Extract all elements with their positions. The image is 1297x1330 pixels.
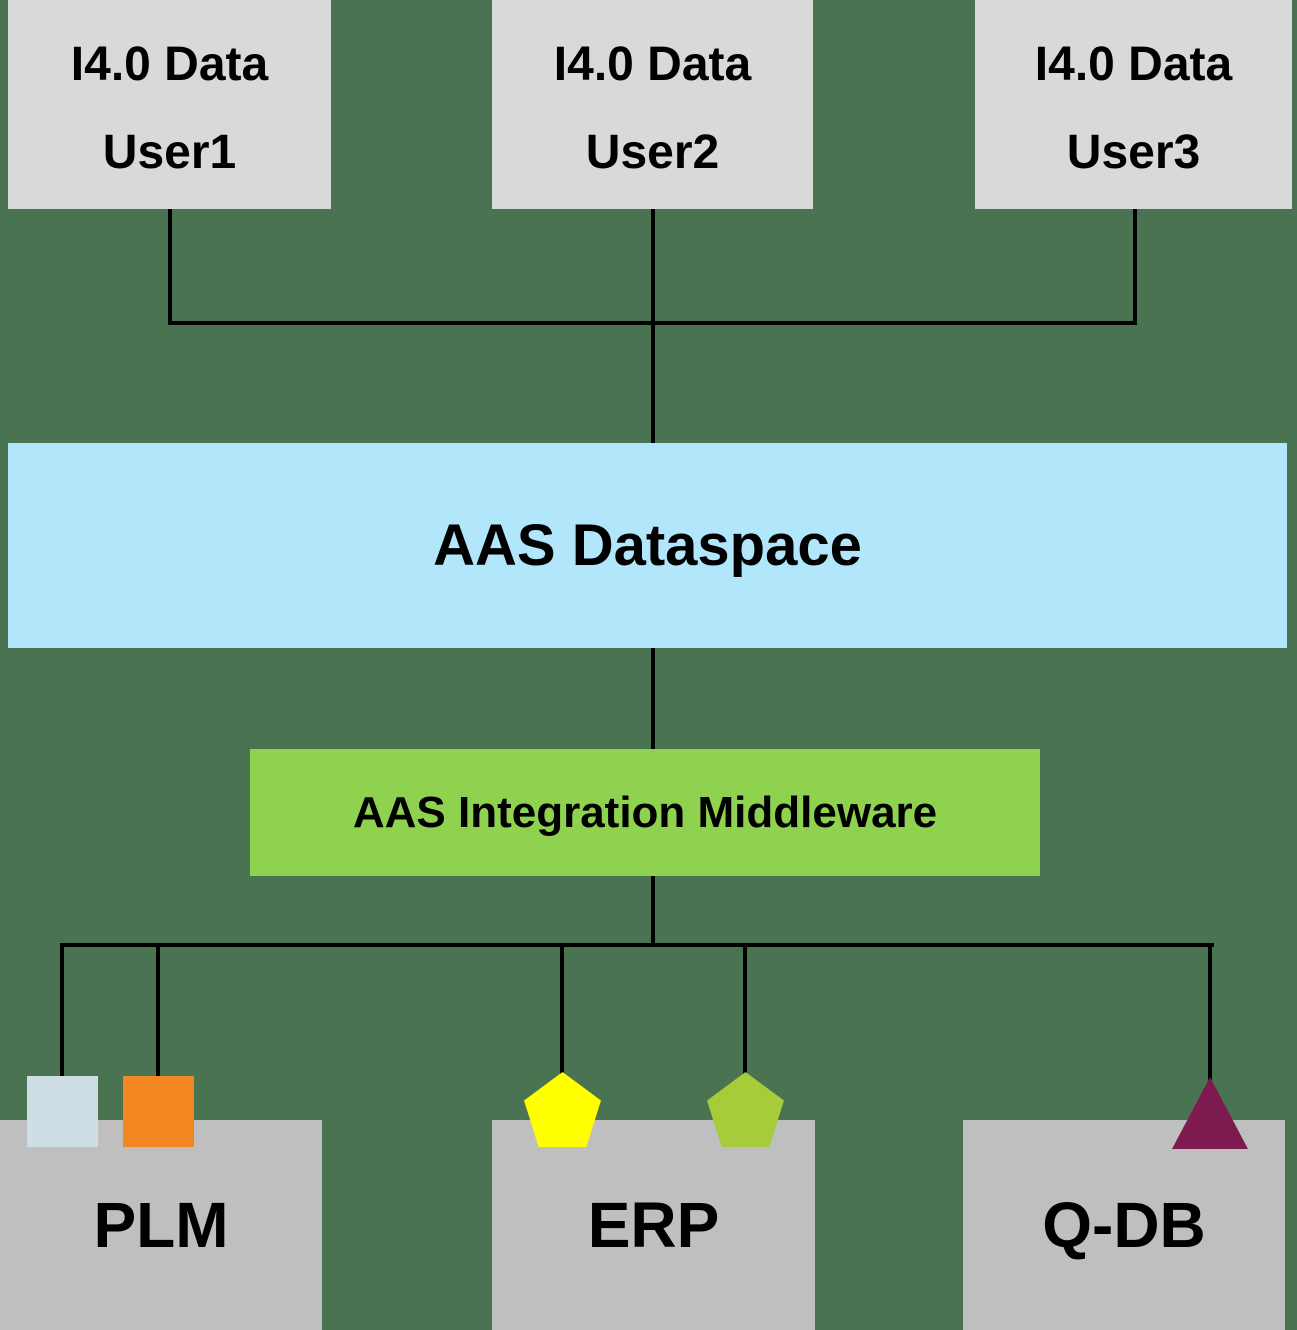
connector-drop-plm-square-orange: [156, 943, 160, 1078]
node-i40-data-user2: I4.0 Data User2: [492, 0, 813, 209]
triangle-purple-icon: [1172, 1077, 1248, 1149]
connector-user2-to-dataspace: [651, 209, 655, 443]
pentagon-green-icon: [707, 1072, 784, 1147]
connector-drop-erp-pentagon-yellow: [560, 943, 564, 1074]
pentagon-yellow-icon: [524, 1072, 601, 1147]
node-erp: ERP: [492, 1120, 815, 1330]
node-label-line1: I4.0 Data: [553, 37, 752, 91]
node-aas-integration-middleware: AAS Integration Middleware: [250, 749, 1040, 876]
connector-drop-erp-pentagon-green: [743, 943, 747, 1074]
node-i40-data-user1: I4.0 Data User1: [8, 0, 331, 209]
node-label-line2: User2: [585, 125, 720, 179]
node-label: PLM: [93, 1189, 229, 1261]
node-q-db: Q-DB: [963, 1120, 1285, 1330]
square-lightblue-icon: [27, 1076, 98, 1147]
square-orange-icon: [123, 1076, 194, 1147]
node-label: AAS Dataspace: [433, 513, 862, 578]
connector-user1-drop: [168, 209, 172, 325]
node-i40-data-user3: I4.0 Data User3: [975, 0, 1292, 209]
connector-user3-drop: [1133, 209, 1137, 325]
node-label-line2: User3: [1066, 125, 1201, 179]
node-aas-dataspace: AAS Dataspace: [8, 443, 1287, 648]
connector-branch-horizontal: [60, 943, 1214, 947]
node-label: ERP: [587, 1189, 720, 1261]
connector-dataspace-to-middleware: [651, 648, 655, 749]
node-label-line1: I4.0 Data: [1034, 37, 1233, 91]
node-plm: PLM: [0, 1120, 322, 1330]
connector-middleware-to-branch: [651, 876, 655, 947]
node-label-line2: User1: [102, 125, 237, 179]
node-label-line1: I4.0 Data: [70, 37, 269, 91]
node-label: AAS Integration Middleware: [352, 787, 938, 837]
connector-drop-plm-square-lightblue: [60, 943, 64, 1078]
connector-drop-qdb-triangle: [1208, 943, 1212, 1080]
node-label: Q-DB: [1042, 1189, 1206, 1261]
